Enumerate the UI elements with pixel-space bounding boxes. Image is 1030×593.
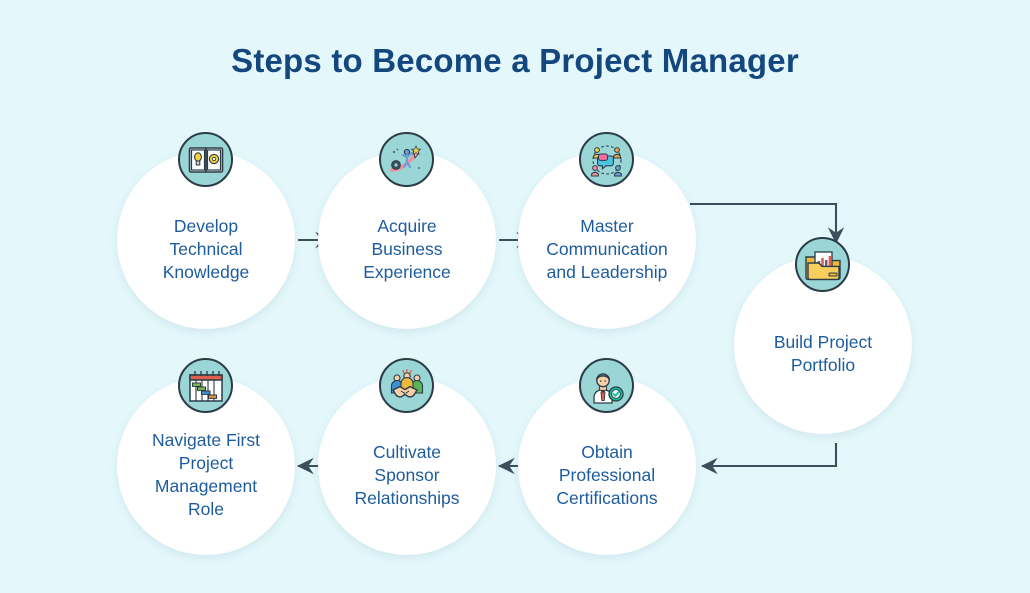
folder-portfolio-icon bbox=[795, 237, 850, 292]
person-climbing-arrow-icon bbox=[379, 132, 434, 187]
step-label-6: Cultivate Sponsor Relationships bbox=[354, 441, 460, 508]
step-label-4: Build Project Portfolio bbox=[773, 332, 873, 375]
handshake-people-icon bbox=[379, 358, 434, 413]
connector-4-5 bbox=[700, 443, 838, 475]
certified-professional-icon bbox=[579, 358, 634, 413]
step-node-1[interactable]: Develop Technical Knowledge bbox=[117, 151, 295, 329]
step-label-5: Obtain Professional Certifications bbox=[556, 441, 658, 508]
step-label-2: Acquire Business Experience bbox=[363, 215, 451, 282]
step-label-7: Navigate First Project Management Role bbox=[152, 430, 260, 519]
open-book-lightbulb-gear-icon bbox=[178, 132, 233, 187]
step-label-1: Develop Technical Knowledge bbox=[162, 215, 250, 282]
gantt-chart-icon bbox=[178, 358, 233, 413]
page-title: Steps to Become a Project Manager bbox=[231, 42, 799, 79]
step-label-3: Master Communication and Leadership bbox=[546, 215, 668, 282]
team-speech-bubbles-icon bbox=[579, 132, 634, 187]
